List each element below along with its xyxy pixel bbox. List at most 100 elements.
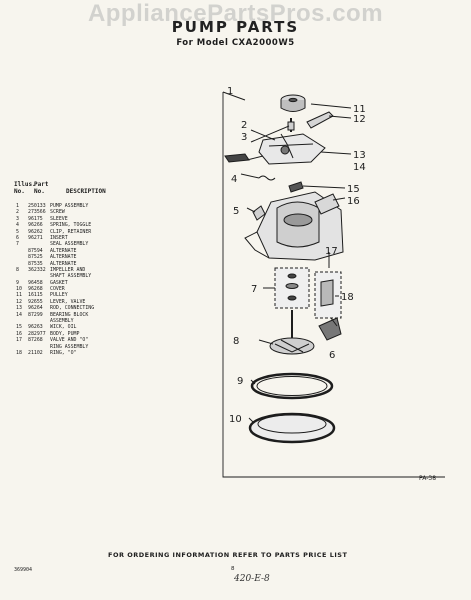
ordering-instruction: FOR ORDERING INFORMATION REFER TO PARTS … (108, 551, 348, 559)
page-title: PUMP PARTS (171, 18, 300, 36)
part-no: 96458 (28, 279, 43, 286)
illus-no: 7 (16, 241, 19, 248)
part-description: RING ASSEMBLY (50, 343, 89, 350)
table-row: 6 96271 INSERT (14, 235, 144, 241)
part-description: VALVE AND "O" (50, 337, 89, 344)
callout-1: 1 (227, 86, 233, 97)
callout-13: 13 (353, 150, 366, 161)
table-row: 3 96175 SLEEVE (14, 216, 144, 222)
callout-14: 14 (353, 162, 366, 173)
part-description: SHAFT ASSEMBLY (50, 273, 92, 280)
header-description: DESCRIPTION (66, 188, 106, 195)
table-row: 15 96263 WICK, OIL (14, 324, 144, 330)
part-no: 250133 (28, 203, 46, 209)
part-description: ASSEMBLY (50, 318, 74, 325)
part-no: 92655 (28, 298, 43, 305)
page-subtitle: For Model CXA2000W5 (176, 38, 295, 48)
callout-labels: 1 2 3 4 5 6 7 8 9 10 11 12 13 14 15 16 1… (227, 86, 436, 482)
illus-no: 4 (16, 222, 19, 229)
pump-exploded-diagram: 1 2 3 4 5 6 7 8 9 10 11 12 13 14 15 16 1… (222, 86, 445, 482)
table-row: 7 SEAL ASSEMBLY (14, 241, 144, 247)
part-no: 21102 (28, 349, 43, 356)
part-description: BODY, PUMP (50, 330, 80, 337)
page-number: 8 (231, 566, 235, 572)
callout-11: 11 (353, 104, 366, 115)
table-row: 9 96458 GASKET (14, 280, 144, 286)
part-no: 273566 (28, 209, 46, 216)
illus-no: 11 (16, 292, 22, 299)
callout-10: 10 (229, 414, 242, 425)
table-row: 14 87299 BEARING BLOCK (14, 312, 144, 318)
watermark: AppliancePartsPros.com (87, 0, 384, 27)
illus-no: 10 (16, 286, 22, 293)
callout-6: 6 (329, 350, 335, 361)
illus-no: 3 (16, 215, 19, 222)
part-description: COVER (50, 286, 65, 293)
callout-16: 16 (347, 196, 360, 207)
callout-4: 4 (231, 174, 237, 185)
part-description: ROD, CONNECTING (50, 305, 95, 312)
part-description: IMPELLER AND (50, 266, 86, 273)
part-no: 282977 (28, 330, 46, 337)
part-description: BEARING BLOCK (50, 311, 89, 318)
table-row: 16 282977 BODY, PUMP (14, 331, 144, 337)
header-illus-no: Illus. No. (14, 181, 36, 195)
part-description: SEAL ASSEMBLY (50, 241, 89, 248)
part-no: 96271 (28, 234, 43, 241)
part-no: 96264 (28, 305, 43, 312)
part-description: CLIP, RETAINER (50, 228, 92, 235)
part-description: PUMP ASSEMBLY (50, 203, 89, 209)
callout-9: 9 (237, 376, 243, 387)
callout-7: 7 (251, 284, 257, 295)
document-number: 369904 (14, 567, 33, 573)
callout-3: 3 (241, 132, 247, 143)
illus-no: 6 (16, 234, 19, 241)
table-row: 5 96262 CLIP, RETAINER (14, 229, 144, 235)
illus-no: 2 (16, 209, 19, 216)
callout-18: 18 (341, 292, 354, 303)
part-no: 96266 (28, 222, 43, 229)
part-no: 87594 (28, 247, 43, 254)
callout-2: 2 (241, 120, 247, 131)
callout-17: 17 (325, 246, 338, 257)
callout-8: 8 (233, 336, 239, 347)
part-no: 87525 (28, 254, 43, 261)
table-row: ASSEMBLY (14, 318, 144, 324)
illus-no: 9 (16, 279, 19, 286)
part-no: 87299 (28, 311, 43, 318)
part-description: INSERT (50, 234, 68, 241)
part-description: SLEEVE (50, 215, 68, 222)
table-row: RING ASSEMBLY (14, 344, 144, 350)
table-row: 2 273566 SCREW (14, 209, 144, 215)
illus-no: 15 (16, 324, 22, 331)
part-description: GASKET (50, 279, 68, 286)
part-description: PULLEY (50, 292, 68, 299)
part-no: 96175 (28, 215, 43, 222)
part-no: 362332 (28, 266, 46, 273)
part-no: 96263 (28, 324, 43, 331)
table-row: 11 16115 PULLEY (14, 292, 144, 298)
illus-no: 14 (16, 311, 22, 318)
part-description: ALTERNATE (50, 260, 77, 267)
part-no: 16115 (28, 292, 43, 299)
illus-no: 17 (16, 337, 22, 344)
illus-no: 5 (16, 228, 19, 235)
part-description: WICK, OIL (50, 324, 77, 331)
header-part-no: Part No. (34, 181, 49, 195)
part-description: LEVER, VALVE (50, 298, 86, 305)
part-description: ALTERNATE (50, 247, 77, 254)
diagram-code: PA-38 (419, 475, 436, 482)
part-no: 96262 (28, 228, 43, 235)
part-description: SCREW (50, 209, 65, 216)
callout-12: 12 (353, 114, 366, 125)
illus-no: 16 (16, 330, 22, 337)
